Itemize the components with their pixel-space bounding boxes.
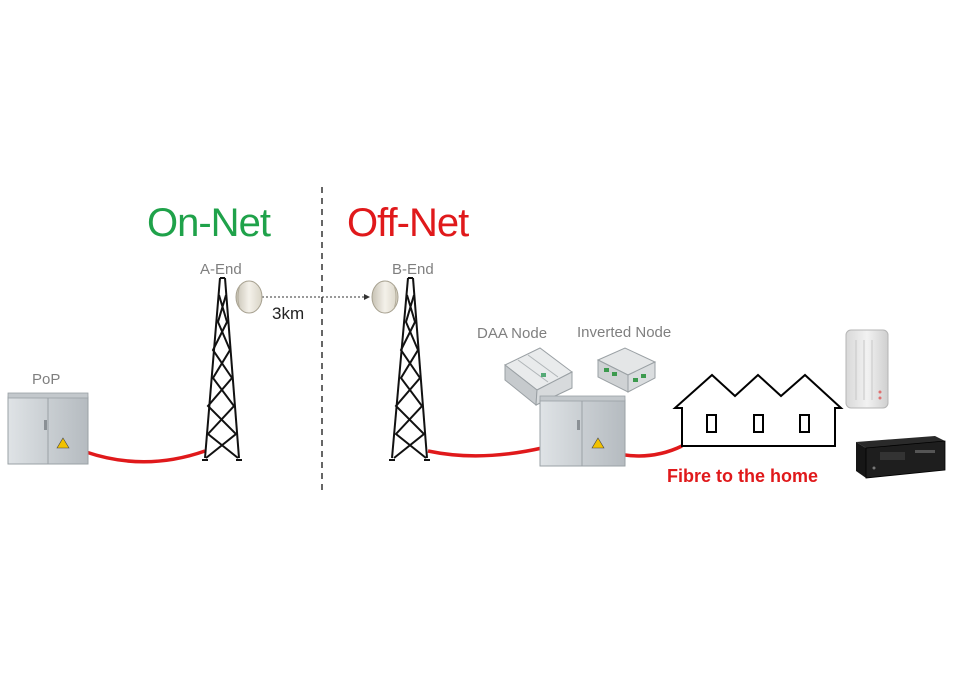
distance-label: 3km bbox=[272, 304, 305, 323]
street-cabinet-icon bbox=[539, 395, 626, 467]
off-net-heading: Off-Net bbox=[347, 201, 469, 245]
fibre-b-end-to-daa bbox=[427, 446, 543, 458]
on-net-heading: On-Net bbox=[147, 201, 271, 245]
a-end-label: A-End bbox=[200, 261, 242, 278]
fibre-to-home-label: Fibre to the home bbox=[667, 466, 819, 486]
b-end-label: B-End bbox=[392, 261, 434, 278]
wifi-router-icon bbox=[845, 329, 889, 409]
inverted-node-label: Inverted Node bbox=[577, 324, 672, 341]
fibre-node-to-home bbox=[624, 444, 683, 458]
radio-dish-icon bbox=[371, 280, 399, 314]
lattice-tower-icon bbox=[202, 277, 242, 461]
lattice-tower-icon bbox=[389, 277, 430, 461]
inverted-node-device-icon bbox=[596, 347, 657, 393]
set-top-box-icon bbox=[856, 436, 946, 479]
street-cabinet-icon bbox=[7, 392, 89, 465]
pop-label: PoP bbox=[32, 371, 61, 388]
wireless-link-arrowhead bbox=[364, 294, 370, 300]
daa-node-label: DAA Node bbox=[477, 325, 548, 342]
radio-dish-icon bbox=[235, 280, 263, 314]
fibre-pop-to-a-end bbox=[85, 449, 206, 464]
terraced-houses-icon bbox=[672, 373, 844, 447]
